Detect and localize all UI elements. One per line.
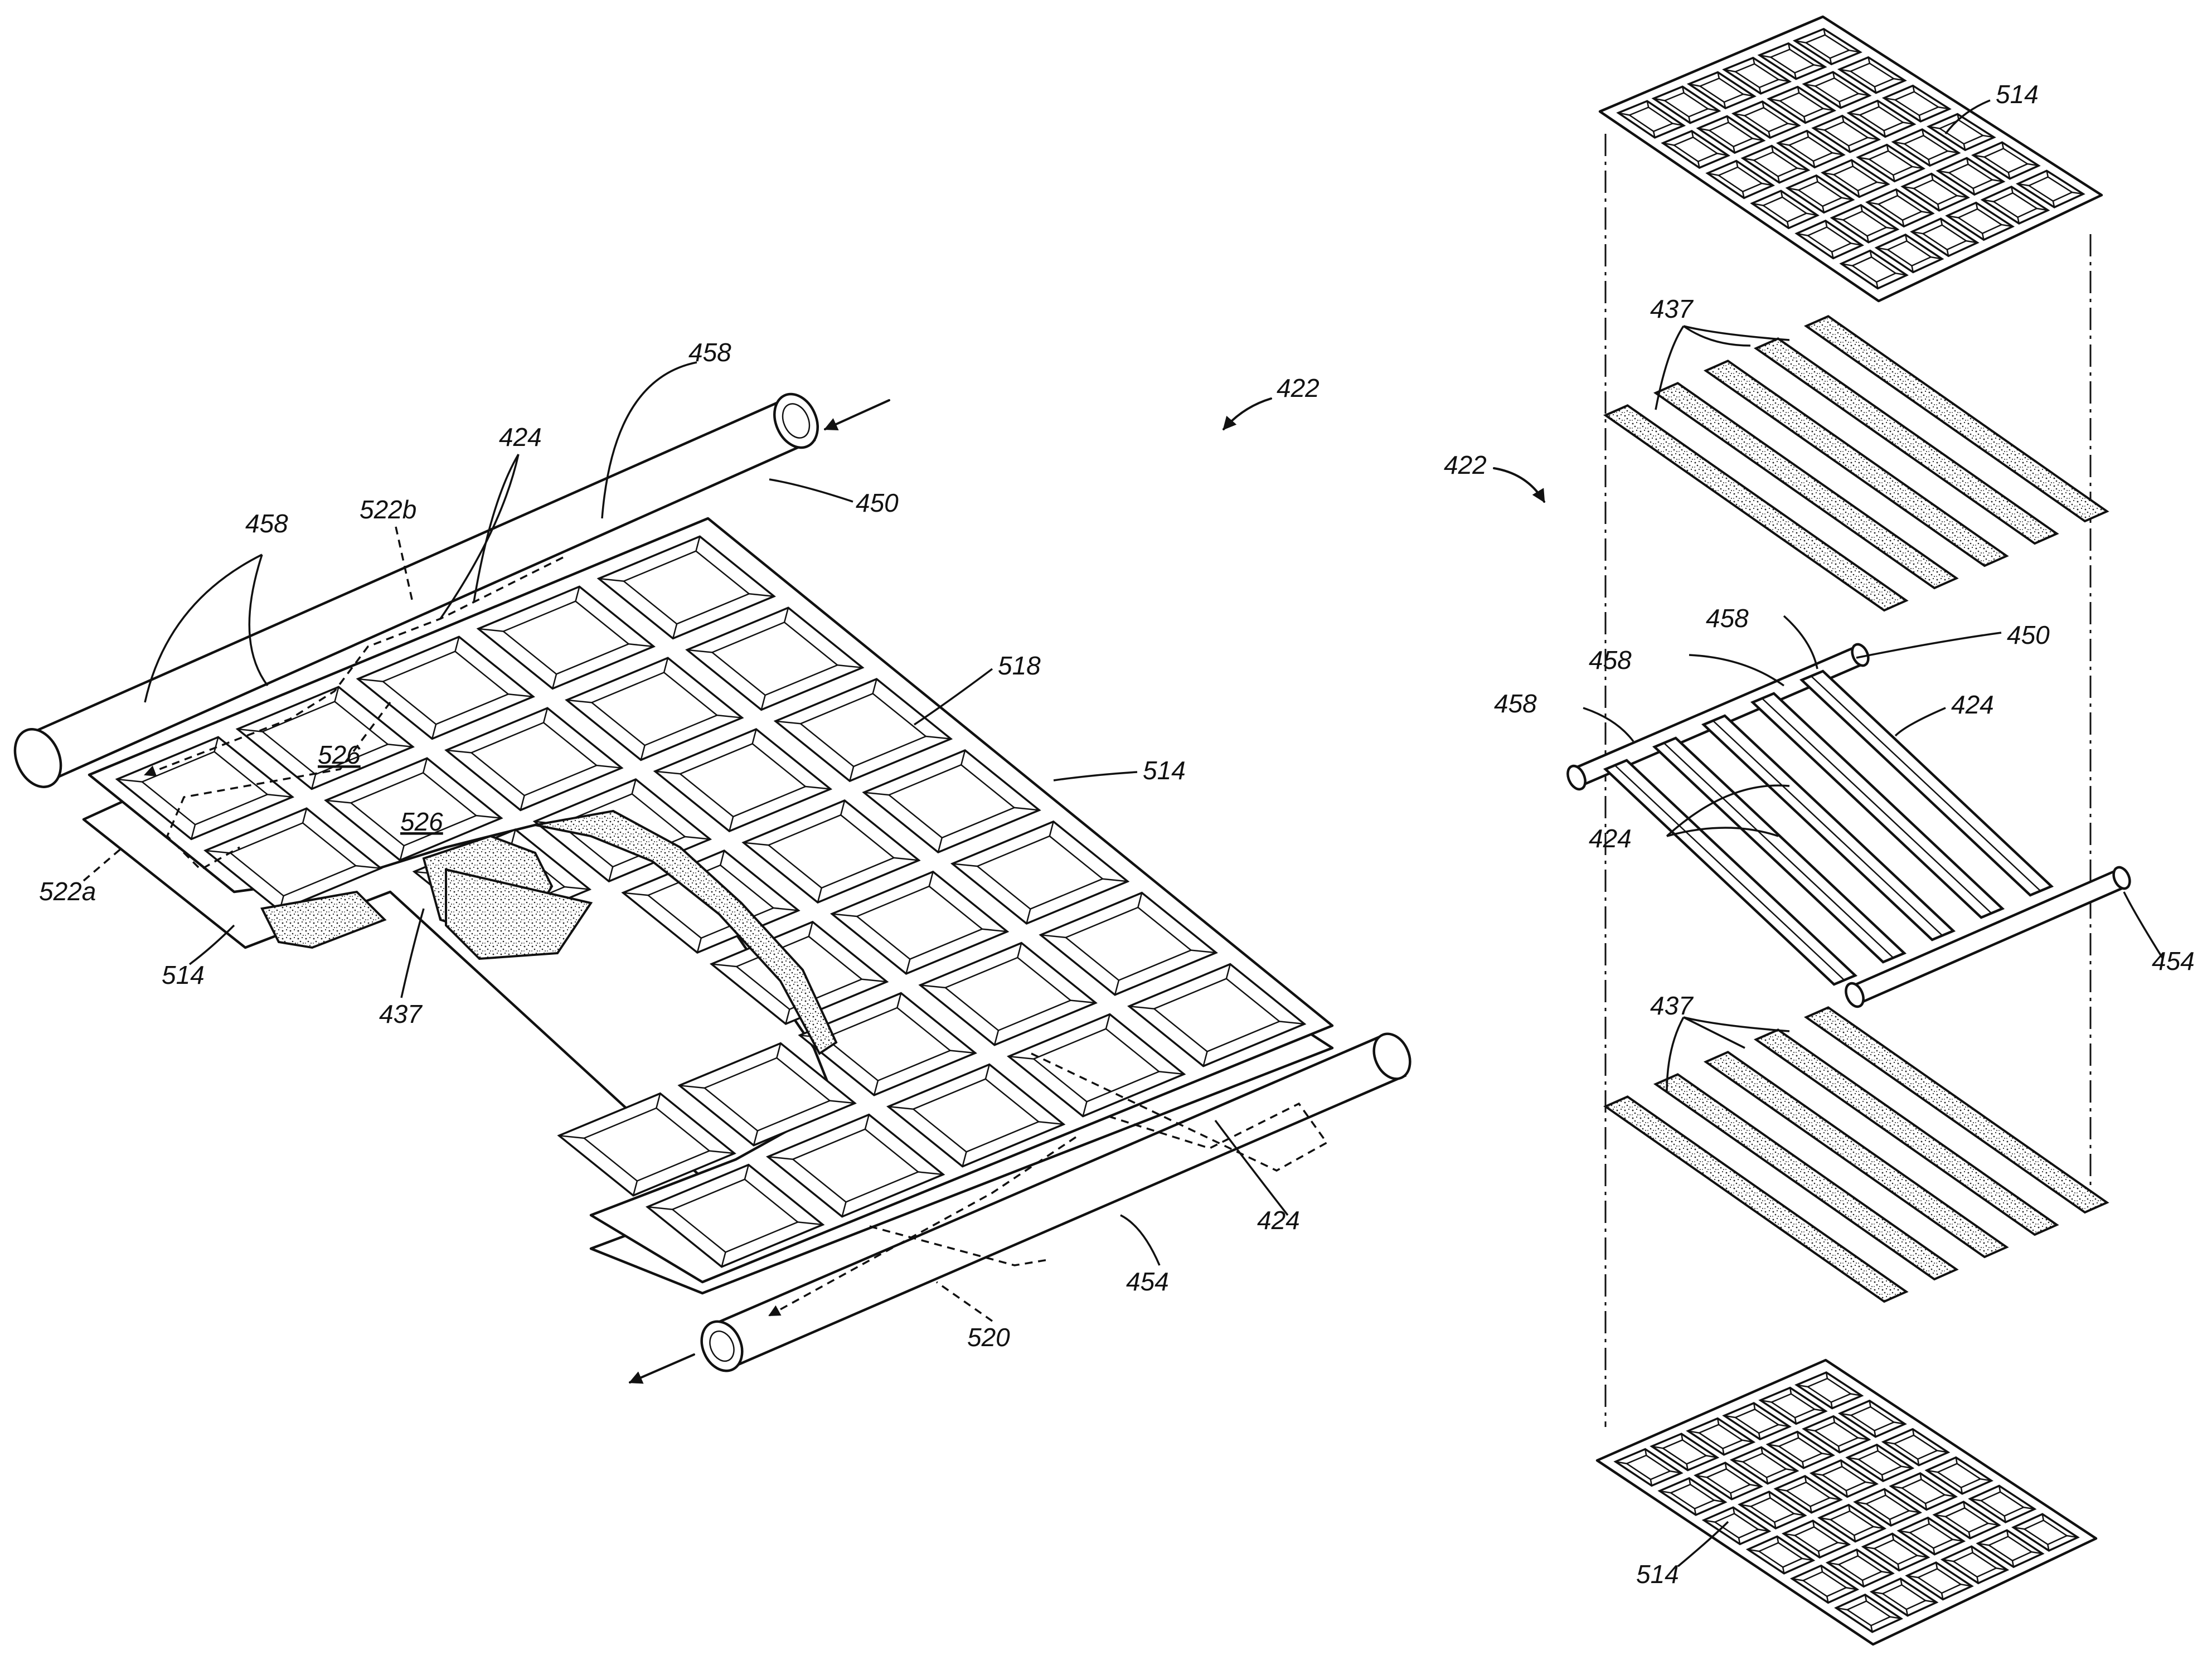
label-526-a: 526 xyxy=(318,740,361,769)
label-437-right-bottom: 437 xyxy=(1650,991,1694,1020)
strips-437-bottom xyxy=(1605,1007,2107,1302)
strip xyxy=(1706,361,2007,566)
label-458-top: 458 xyxy=(688,338,731,367)
strip xyxy=(1656,383,1957,588)
label-437-right-top: 437 xyxy=(1650,294,1694,323)
strip xyxy=(1706,1052,2007,1257)
label-422-right: 422 xyxy=(1444,450,1487,479)
label-424-r1: 424 xyxy=(1951,690,1994,719)
label-526-b: 526 xyxy=(400,807,443,836)
label-514-left: 514 xyxy=(162,960,205,989)
label-514-right-bottom: 514 xyxy=(1636,1560,1679,1589)
assembled-view xyxy=(6,387,1417,1382)
strip xyxy=(1756,338,2057,543)
cell-edge xyxy=(1790,1388,1791,1394)
tube-assembly xyxy=(1564,642,2133,1009)
label-514-mid: 514 xyxy=(1143,756,1186,785)
strip xyxy=(1656,1074,1957,1279)
cell-edge xyxy=(1870,1401,1871,1407)
label-424-bottom: 424 xyxy=(1257,1206,1300,1235)
label-454-left: 454 xyxy=(1126,1267,1169,1296)
label-422-mid: 422 xyxy=(1277,373,1320,402)
label-458-r3: 458 xyxy=(1494,689,1537,718)
label-514-right-top: 514 xyxy=(1996,80,2039,109)
label-450-right: 450 xyxy=(2007,620,2050,649)
label-522b: 522b xyxy=(360,495,416,524)
strip xyxy=(1806,1007,2107,1212)
label-522a: 522a xyxy=(39,877,96,906)
label-424-top: 424 xyxy=(499,423,542,452)
label-518: 518 xyxy=(998,651,1041,680)
label-458-r1: 458 xyxy=(1706,604,1749,633)
cell-edge xyxy=(1826,1372,1827,1378)
label-424-r2: 424 xyxy=(1589,824,1632,853)
label-450-left: 450 xyxy=(856,488,899,517)
label-520: 520 xyxy=(967,1323,1010,1352)
strip xyxy=(1756,1030,2057,1235)
assembly-arrow xyxy=(1224,399,1271,429)
label-458-r2: 458 xyxy=(1589,645,1632,674)
strip xyxy=(1605,1096,1907,1302)
strip xyxy=(1605,405,1907,610)
strips-437-top xyxy=(1605,316,2107,610)
label-458-left: 458 xyxy=(245,509,288,538)
label-454-right: 454 xyxy=(2152,946,2195,975)
strip xyxy=(1806,316,2107,521)
label-437-left: 437 xyxy=(379,999,423,1028)
